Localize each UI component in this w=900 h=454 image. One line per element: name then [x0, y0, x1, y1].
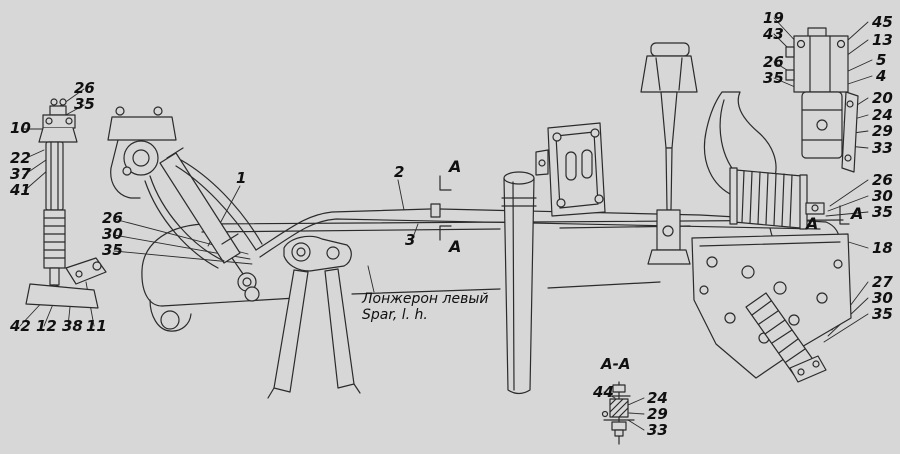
lower-bellows [745, 292, 827, 383]
clamp-bolt [805, 202, 825, 215]
part-number-label: 35 [872, 203, 893, 221]
part-number-label: 19 [763, 9, 784, 27]
part-number-label: 12 [36, 317, 57, 335]
section-marker-letter: А [849, 204, 863, 223]
part-number-label: 30 [102, 225, 123, 243]
part-number-label: 44 [592, 383, 614, 401]
part-number-label: 26 [74, 79, 95, 97]
part-number-label: 26 [872, 171, 893, 189]
part-number-label: 26 [763, 53, 784, 71]
part-number-label: 20 [872, 89, 893, 107]
part-number-label: 43 [762, 25, 784, 43]
part-number-label: 18 [872, 239, 893, 257]
caption-russian: Лонжерон левый [361, 291, 489, 307]
part-number-label: 33 [872, 139, 893, 157]
part-number-label: 29 [647, 405, 668, 423]
support-bracket [267, 235, 361, 399]
part-number-label: 11 [86, 317, 107, 335]
part-number-label: 24 [872, 106, 893, 124]
part-number-label: 38 [62, 317, 83, 335]
section-cut-marks [439, 175, 850, 241]
section-marker-letter: А [447, 157, 461, 176]
section-marker-letter: А [804, 214, 818, 233]
lever-assembly [640, 42, 698, 265]
part-number-label: 2 [394, 163, 404, 181]
section-detail [601, 381, 635, 445]
part-number-label: 10 [10, 119, 31, 137]
power-steering-unit [785, 27, 859, 173]
part-number-label: 33 [647, 421, 668, 439]
part-number-label: 37 [10, 165, 31, 183]
part-number-label: 1 [236, 169, 246, 187]
section-view-title: А-А [600, 355, 630, 373]
section-marker-letter: А [447, 237, 461, 256]
part-number-label: 35 [763, 69, 784, 87]
mounting-plate [535, 122, 606, 217]
steering-gear-assembly [107, 106, 263, 302]
part-number-label: 35 [872, 305, 893, 323]
part-number-label: 24 [647, 389, 668, 407]
part-number-label: 27 [872, 273, 893, 291]
part-number-label: 22 [10, 149, 31, 167]
part-number-label: 26 [102, 209, 123, 227]
part-number-label: 30 [872, 187, 893, 205]
caption-english: Spar, l. h. [362, 307, 428, 323]
part-number-label: 29 [872, 122, 893, 140]
part-number-label: 35 [74, 95, 95, 113]
part-number-label: 5 [876, 51, 886, 69]
part-number-label: 45 [871, 13, 893, 31]
part-number-label: 4 [875, 67, 886, 85]
part-number-label: 41 [9, 181, 31, 199]
part-number-label: 13 [872, 31, 893, 49]
part-number-label: 3 [405, 231, 415, 249]
part-number-label: 35 [102, 241, 123, 259]
steering-column [501, 171, 537, 395]
part-number-label: 42 [9, 317, 31, 335]
bellows [729, 167, 808, 259]
shock-absorber-assembly [25, 98, 107, 309]
part-number-label: 30 [872, 289, 893, 307]
